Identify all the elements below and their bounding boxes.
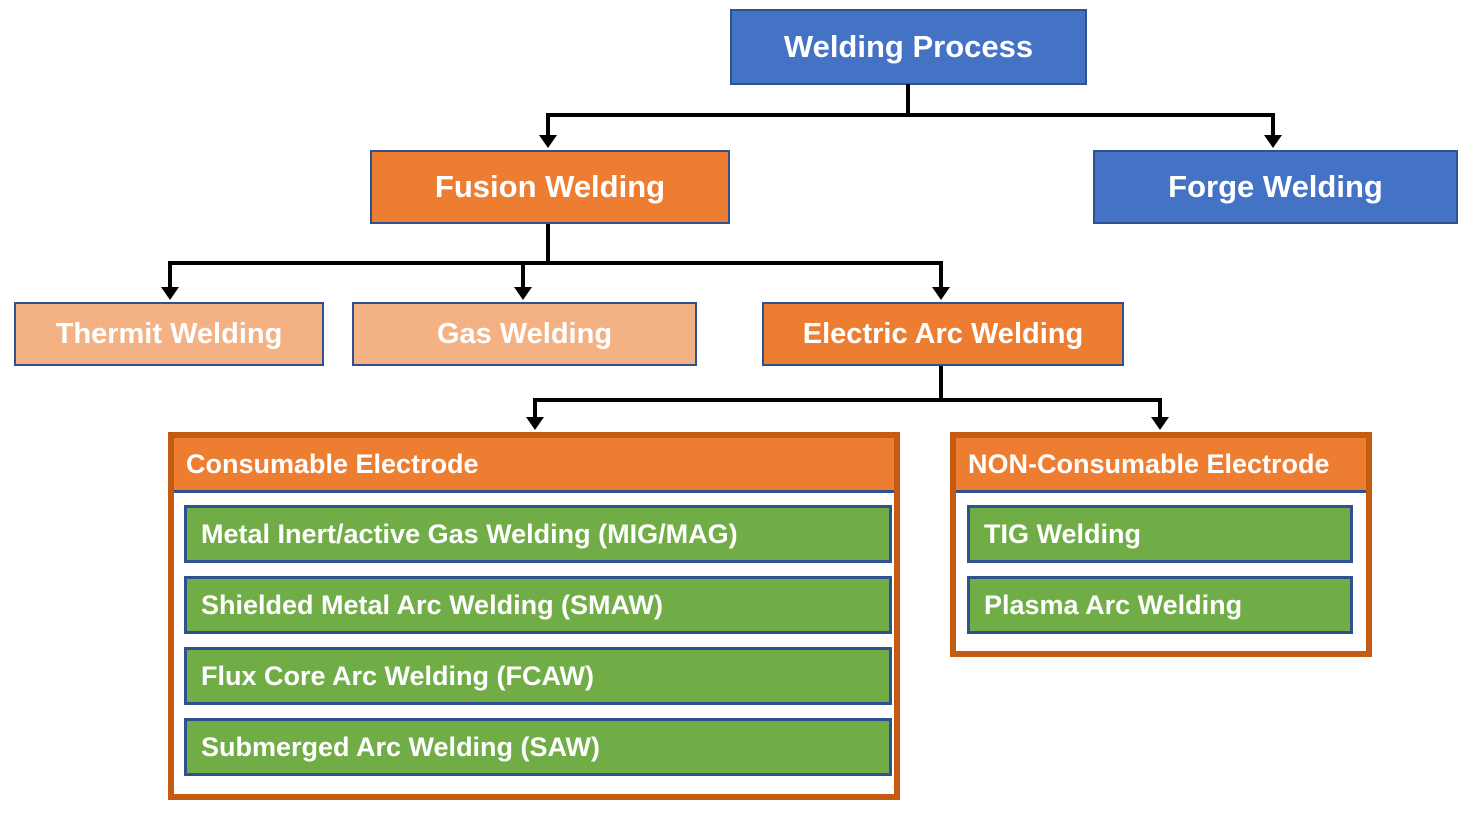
connector-root-stub [906,84,910,115]
node-tig-welding-label: TIG Welding [984,518,1141,549]
group-non-consumable-header: NON-Consumable Electrode [956,438,1366,493]
node-forge-welding: Forge Welding [1093,150,1458,224]
connector-fusion-stub [546,224,550,265]
node-welding-process-label: Welding Process [783,29,1034,64]
group-non-consumable-electrode: NON-Consumable Electrode TIG Welding Pla… [950,432,1372,657]
node-gas-welding: Gas Welding [352,302,697,366]
connector-level2-hline [168,261,943,265]
arrowhead-to-gas [514,287,532,300]
group-non-consumable-body: TIG Welding Plasma Arc Welding [956,493,1366,634]
node-forge-welding-label: Forge Welding [1168,169,1383,204]
node-welding-process: Welding Process [730,9,1087,85]
node-mig-mag-welding: Metal Inert/active Gas Welding (MIG/MAG) [184,505,892,563]
node-plasma-arc-welding: Plasma Arc Welding [967,576,1353,634]
connector-electric-arc-stub [939,366,943,400]
connector-level1-hline [546,113,1275,117]
node-saw-welding-label: Submerged Arc Welding (SAW) [201,731,601,762]
group-non-consumable-header-label: NON-Consumable Electrode [968,448,1330,479]
node-saw-welding: Submerged Arc Welding (SAW) [184,718,892,776]
group-consumable-body: Metal Inert/active Gas Welding (MIG/MAG)… [174,493,894,776]
connector-to-forge-vline [1271,113,1275,137]
node-thermit-welding: Thermit Welding [14,302,324,366]
arrowhead-to-forge [1264,135,1282,148]
arrowhead-to-fusion [539,135,557,148]
connector-to-gas-vline [521,261,525,289]
node-gas-welding-label: Gas Welding [436,317,613,350]
node-smaw-welding-label: Shielded Metal Arc Welding (SMAW) [201,589,664,620]
node-thermit-welding-label: Thermit Welding [55,317,283,350]
arrowhead-to-electric-arc [932,287,950,300]
node-electric-arc-welding: Electric Arc Welding [762,302,1124,366]
group-consumable-electrode: Consumable Electrode Metal Inert/active … [168,432,900,800]
node-mig-mag-welding-label: Metal Inert/active Gas Welding (MIG/MAG) [201,518,738,549]
node-smaw-welding: Shielded Metal Arc Welding (SMAW) [184,576,892,634]
node-fusion-welding: Fusion Welding [370,150,730,224]
connector-to-non-consumable-vline [1158,398,1162,419]
node-fcaw-welding: Flux Core Arc Welding (FCAW) [184,647,892,705]
group-consumable-header-label: Consumable Electrode [186,448,479,479]
connector-to-consumable-vline [533,398,537,419]
arrowhead-to-thermit [161,287,179,300]
node-plasma-arc-welding-label: Plasma Arc Welding [984,589,1243,620]
node-electric-arc-welding-label: Electric Arc Welding [802,317,1084,350]
node-fusion-welding-label: Fusion Welding [434,169,666,204]
arrowhead-to-consumable [526,417,544,430]
connector-to-thermit-vline [168,261,172,289]
connector-level3-hline [533,398,1162,402]
group-consumable-header: Consumable Electrode [174,438,894,493]
node-tig-welding: TIG Welding [967,505,1353,563]
node-fcaw-welding-label: Flux Core Arc Welding (FCAW) [201,660,595,691]
connector-to-electric-arc-vline [939,261,943,289]
connector-to-fusion-vline [546,113,550,137]
arrowhead-to-non-consumable [1151,417,1169,430]
